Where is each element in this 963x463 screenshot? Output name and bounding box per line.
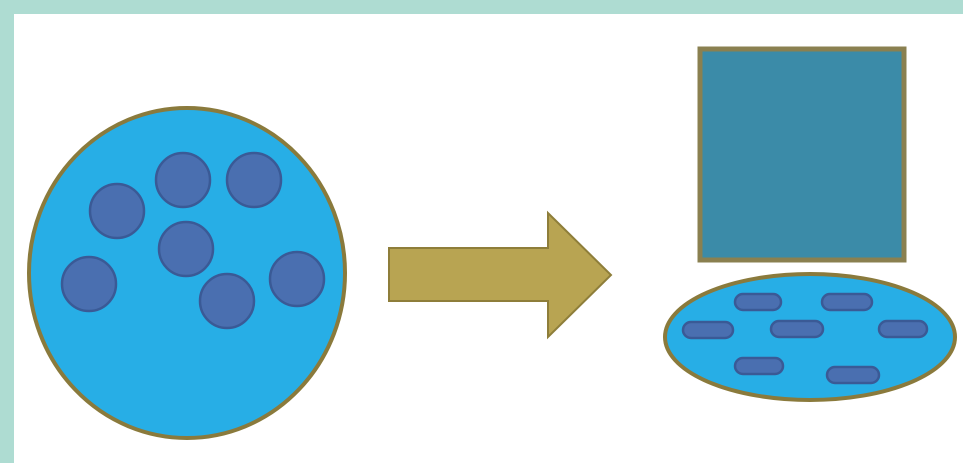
right-granule: [681, 320, 735, 340]
frame-top-border: [0, 0, 963, 14]
left-granule: [88, 182, 146, 240]
right-granule: [733, 356, 785, 376]
left-granule: [268, 250, 326, 308]
left-cell: [27, 106, 347, 440]
right-result: [663, 46, 957, 402]
right-granule: [877, 319, 929, 339]
left-granule: [198, 272, 256, 330]
right-granule: [825, 365, 881, 385]
arrow-shape: [388, 210, 613, 340]
left-granule: [60, 255, 118, 313]
left-granule: [225, 151, 283, 209]
right-cell-granules: [681, 292, 929, 385]
right-cell: [663, 272, 957, 402]
left-cell-granules: [60, 151, 326, 330]
right-granule: [733, 292, 783, 312]
right-granule: [820, 292, 874, 312]
frame-left-border: [0, 0, 14, 463]
left-granule: [154, 151, 212, 209]
left-granule: [157, 220, 215, 278]
transition-arrow: [388, 210, 613, 340]
result-square: [697, 46, 907, 263]
right-granule: [769, 319, 825, 339]
